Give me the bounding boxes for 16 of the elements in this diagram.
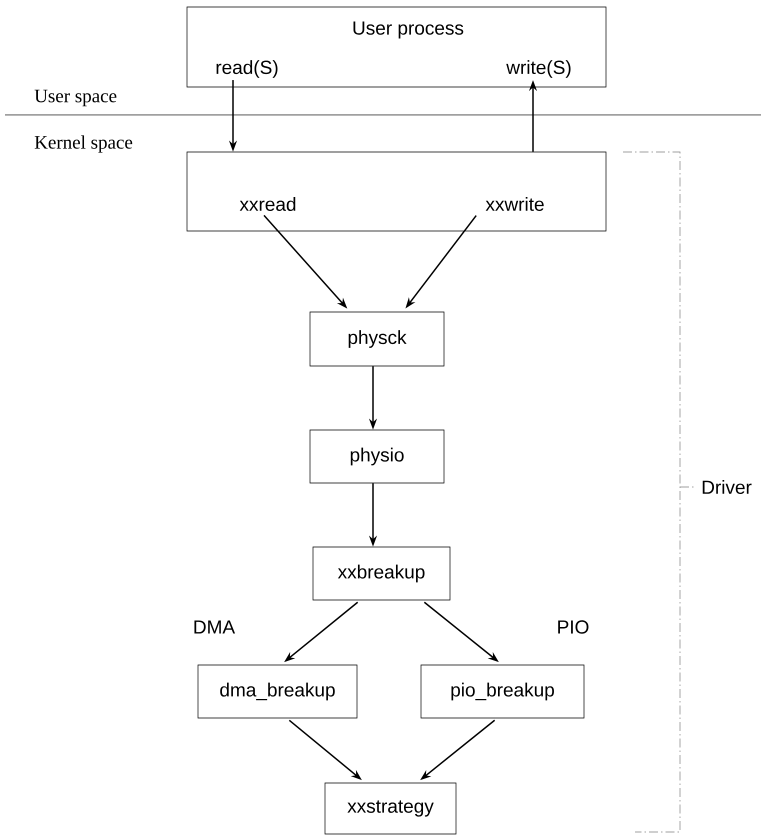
function-label: xxwrite (486, 197, 544, 211)
process-box: physck (310, 312, 444, 366)
process-box: xxbreakup (312, 546, 450, 600)
region-label: User space (34, 90, 116, 106)
process-box (186, 152, 606, 232)
process-box: pio_breakup (420, 664, 584, 718)
function-label: read(S) (216, 60, 278, 78)
process-box: dma_breakup (198, 664, 358, 718)
edge-label: PIO (554, 618, 592, 636)
bracket-label: Driver (702, 480, 752, 494)
process-box: physio (310, 430, 444, 484)
process-box: xxstrategy (324, 782, 456, 834)
edge-label: DMA (190, 618, 238, 636)
region-label: Kernel space (34, 135, 132, 153)
function-label: write(S) (506, 60, 571, 78)
function-label: xxread (240, 197, 296, 211)
